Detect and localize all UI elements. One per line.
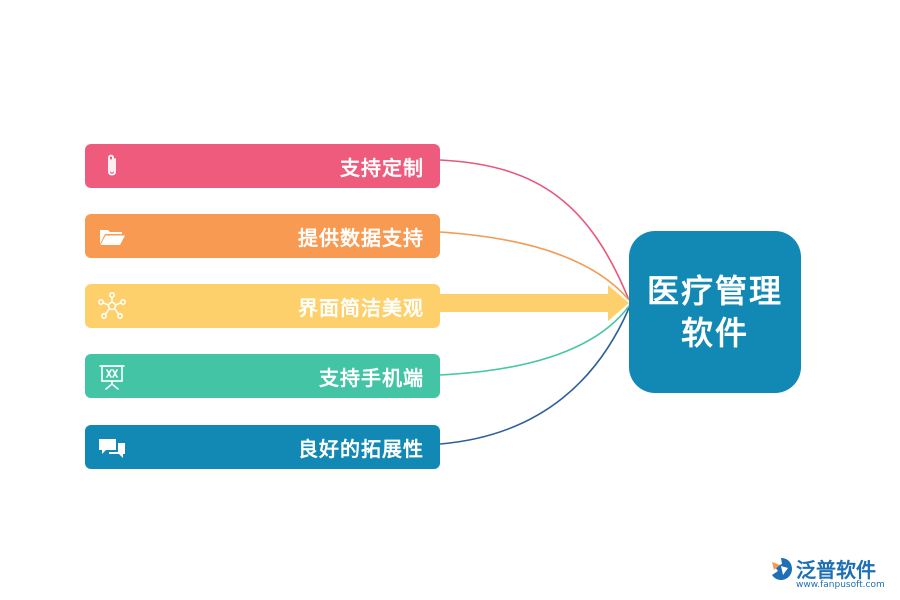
central-node: 医疗管理软件 (629, 231, 801, 393)
feature-label: 界面简洁美观 (298, 295, 424, 320)
network-icon (95, 289, 129, 323)
feature-box-extensibility: 良好的拓展性 (85, 425, 440, 469)
chat-bubbles-icon (95, 430, 129, 464)
feature-box-mobile-support: 支持手机端 (85, 354, 440, 398)
connector-3-arrow (440, 285, 629, 321)
central-title: 医疗管理软件 (647, 272, 784, 352)
connector-1 (439, 159, 630, 301)
brand-name: 泛普软件 (796, 558, 876, 582)
connector-4 (439, 305, 630, 376)
feature-label: 良好的拓展性 (298, 436, 424, 461)
feature-box-customization: 支持定制 (85, 144, 440, 188)
connector-2 (439, 231, 630, 301)
feature-label: 提供数据支持 (298, 225, 424, 250)
feature-label: 支持定制 (340, 155, 424, 180)
feature-box-data-support: 提供数据支持 (85, 214, 440, 258)
brand-mark-icon (772, 558, 792, 580)
presentation-board-icon (95, 359, 129, 393)
feature-box-clean-interface: 界面简洁美观 (85, 284, 440, 328)
brand-logo: 泛普软件 www.fanpusoft.com (768, 554, 894, 594)
brand-url: www.fanpusoft.com (796, 580, 885, 590)
folder-open-icon (95, 219, 129, 253)
feature-label: 支持手机端 (319, 365, 424, 390)
connector-5 (439, 307, 630, 445)
paperclip-icon (95, 149, 129, 183)
